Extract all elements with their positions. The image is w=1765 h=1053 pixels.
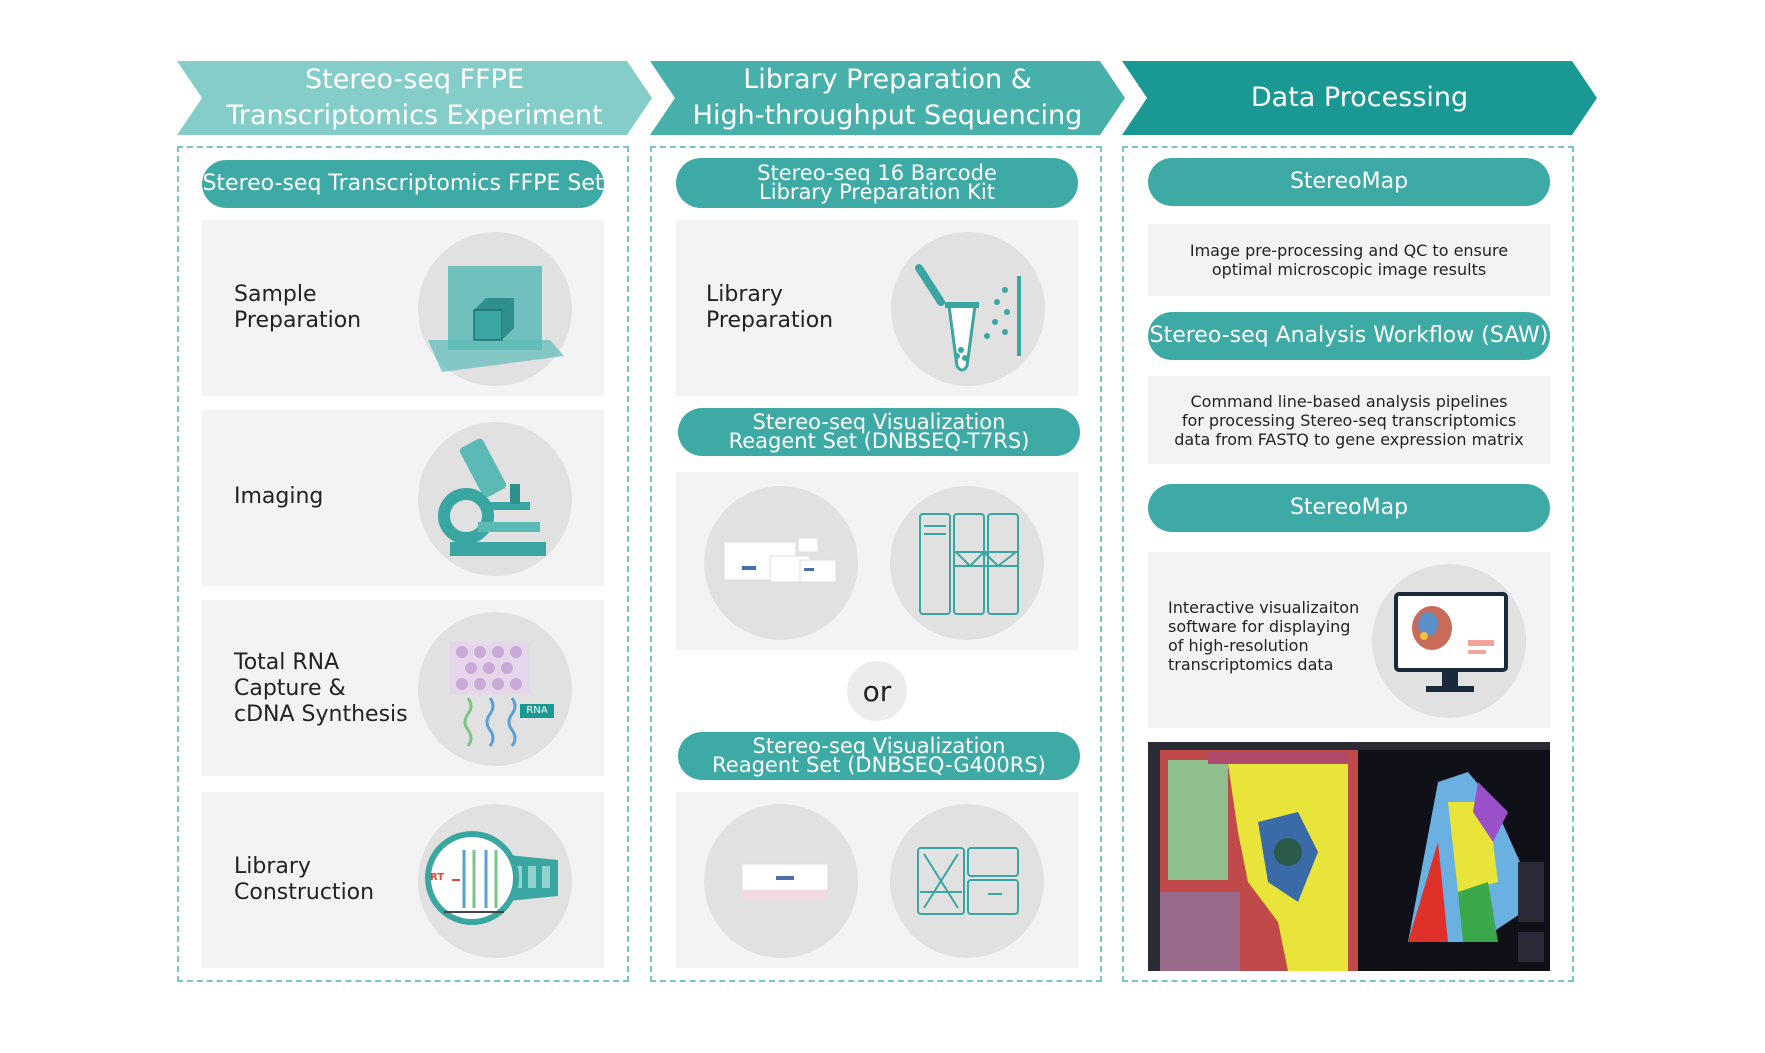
icon-circle — [418, 232, 572, 386]
card-label: Interactive visualizaiton software for d… — [1168, 598, 1360, 674]
card-library-construction: Library Construction RT — [202, 792, 604, 968]
icon-circle — [890, 804, 1044, 958]
magnifier-dna-icon — [425, 831, 558, 925]
rna-capture-icon — [450, 642, 554, 747]
t7-reagent-title: Stereo-seq Visualization Reagent Set (DN… — [678, 408, 1080, 456]
column-data-processing — [1122, 146, 1574, 982]
card-g400-reagents — [676, 792, 1078, 968]
step-1-title-line1: Stereo-seq FFPE — [304, 64, 525, 95]
card-t7-reagents — [676, 472, 1078, 650]
stereomap-title-2: StereoMap — [1148, 484, 1550, 532]
icon-circle — [1372, 564, 1526, 718]
card-label: Library Construction — [234, 854, 375, 905]
microscope-icon — [438, 438, 546, 556]
pipette-tube-icon — [915, 264, 1021, 372]
icon-circle: RNA — [418, 612, 572, 766]
icon-circle — [418, 422, 572, 576]
icon-circle — [704, 804, 858, 958]
card-visualization: Interactive visualizaiton software for d… — [1148, 552, 1550, 728]
column-sequencing — [650, 146, 1102, 982]
step-1-title-line2: Transcriptomics Experiment — [226, 100, 603, 131]
or-connector: or — [847, 661, 907, 721]
rna-badge: RNA — [526, 705, 548, 716]
saw-description: Command line-based analysis pipelines fo… — [1148, 376, 1550, 464]
tissue-cube-icon — [428, 266, 564, 372]
step-arrow-2: Library Preparation & High-throughput Se… — [650, 61, 1125, 135]
card-label: Sample Preparation — [234, 282, 362, 333]
image-qc-description: Image pre-processing and QC to ensure op… — [1148, 224, 1550, 296]
stereomap-title-1: StereoMap — [1148, 158, 1550, 206]
step-2-title-line2: High-throughput Sequencing — [692, 100, 1083, 131]
icon-circle — [704, 486, 858, 640]
g400-reagent-title: Stereo-seq Visualization Reagent Set (DN… — [678, 732, 1080, 780]
column-experiment — [177, 146, 629, 982]
step-3-title: Data Processing — [1250, 82, 1469, 113]
chevron-shape — [650, 61, 1125, 135]
card-label: Imaging — [234, 484, 324, 509]
card-label: Library Preparation — [706, 282, 834, 333]
reagent-boxes-icon — [723, 537, 837, 583]
step-arrow-3: Data Processing — [1122, 61, 1597, 135]
monitor-icon — [1394, 592, 1508, 692]
card-rna-capture: Total RNA Capture & cDNA Synthesis RNA — [202, 600, 604, 776]
card-label: Total RNA Capture & cDNA Synthesis — [234, 650, 408, 727]
stereomap-screenshot — [1148, 742, 1550, 971]
step-2-title-line1: Library Preparation & — [743, 64, 1032, 95]
reagent-box-icon — [741, 863, 829, 901]
spatial-map-image — [1148, 742, 1550, 971]
saw-title: Stereo-seq Analysis Workflow (SAW) — [1148, 312, 1550, 360]
icon-circle — [891, 232, 1045, 386]
chevron-shape — [1122, 61, 1597, 135]
flow-cell-icon — [919, 513, 1019, 615]
rt-label: RT — [430, 872, 445, 883]
icon-circle — [890, 486, 1044, 640]
icon-circle: RT — [418, 804, 572, 958]
flow-cell-icon — [917, 847, 1019, 915]
ffpe-set-label: Stereo-seq Transcriptomics FFPE Set — [202, 171, 604, 196]
barcode-kit-title: Stereo-seq 16 Barcode Library Preparatio… — [676, 158, 1078, 208]
ffpe-set-title: Stereo-seq Transcriptomics FFPE Set — [202, 160, 604, 208]
card-sample-preparation: Sample Preparation — [202, 220, 604, 396]
chevron-shape — [177, 61, 652, 135]
card-library-preparation: Library Preparation — [676, 220, 1078, 396]
card-imaging: Imaging — [202, 410, 604, 586]
step-arrow-1: Stereo-seq FFPE Transcriptomics Experime… — [177, 61, 652, 135]
